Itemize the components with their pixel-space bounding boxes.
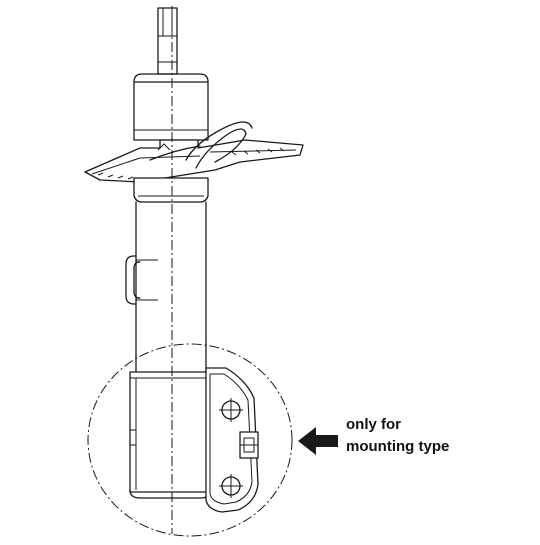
- detail-circle: [87, 343, 293, 537]
- seat-drain-slots: [97, 147, 285, 180]
- mount-tab: [239, 431, 259, 459]
- mount-hole-upper: [219, 398, 243, 422]
- top-cover: [133, 73, 209, 141]
- note-line-1: only for: [346, 416, 401, 433]
- spring-seat: [84, 121, 304, 183]
- note-line-2: mounting type: [346, 438, 450, 455]
- left-arrow-icon: [298, 427, 338, 455]
- piston-rod: [157, 7, 178, 75]
- upper-collar: [133, 177, 209, 203]
- mounting-type-note: only for mounting type: [346, 414, 449, 458]
- knuckle-mount: [129, 367, 259, 513]
- mount-hole-lower: [219, 474, 243, 498]
- hose-bracket: [125, 255, 158, 305]
